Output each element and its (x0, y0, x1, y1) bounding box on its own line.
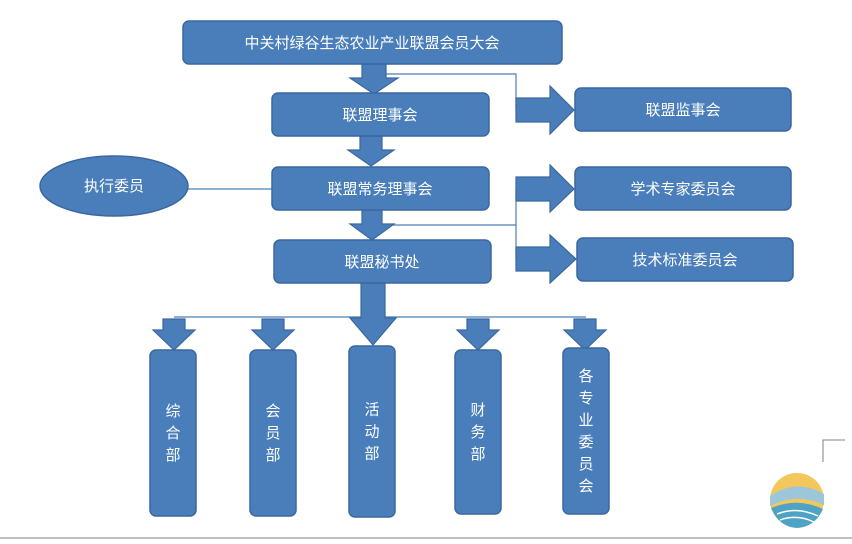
department-label-5: 各专业委员会 (578, 367, 593, 495)
executive-board-label: 联盟常务理事会 (327, 180, 432, 198)
dept-arrow-2 (250, 318, 296, 351)
right-arrow-tech (515, 233, 577, 285)
dept-arrow-5 (562, 318, 608, 351)
box-board: 联盟理事会 (271, 92, 490, 137)
department-box-3 (348, 345, 396, 518)
department-arrows (151, 318, 608, 351)
down-arrow-2 (346, 135, 396, 167)
down-arrow-4 (348, 282, 398, 346)
department-box-2 (249, 349, 297, 517)
dept-arrow-4 (455, 318, 501, 351)
academic-committee-label: 学术专家委员会 (630, 180, 735, 198)
down-arrow-3 (348, 209, 396, 241)
department-box-4 (454, 349, 502, 515)
sun-over-water-logo-icon (770, 473, 824, 528)
department-label-1: 综合部 (165, 402, 180, 464)
departments: 综合部 会员部 活动部 财务部 各专业委员会 (149, 345, 610, 518)
box-tech-standard-committee: 技术标准委员会 (576, 237, 794, 282)
box-secretariat: 联盟秘书处 (273, 239, 492, 284)
dept-arrow-1 (151, 318, 197, 351)
box-executive-board: 联盟常务理事会 (271, 166, 490, 211)
right-arrows (515, 84, 577, 285)
executive-member-label: 执行委员 (84, 177, 144, 195)
general-assembly-label: 中关村绿谷生态农业产业联盟会员大会 (244, 34, 499, 52)
oval-executive-member: 执行委员 (39, 155, 189, 217)
department-box-1 (149, 349, 197, 517)
board-label: 联盟理事会 (342, 106, 417, 124)
department-label-4: 财务部 (470, 401, 485, 463)
secretariat-label: 联盟秘书处 (344, 253, 419, 271)
down-arrows (346, 63, 400, 346)
box-academic-committee: 学术专家委员会 (574, 166, 792, 211)
box-supervisory: 联盟监事会 (574, 87, 792, 132)
department-box-5 (562, 347, 610, 515)
department-label-3: 活动部 (364, 401, 379, 463)
right-arrow-academic (515, 163, 575, 214)
supervisory-label: 联盟监事会 (645, 101, 720, 119)
right-arrow-supervisory (515, 84, 575, 136)
corner-mark (822, 439, 845, 462)
department-label-2: 会员部 (265, 402, 280, 464)
box-general-assembly: 中关村绿谷生态农业产业联盟会员大会 (182, 20, 563, 65)
tech-standard-committee-label: 技术标准委员会 (632, 251, 737, 269)
down-arrow-1 (348, 63, 400, 95)
